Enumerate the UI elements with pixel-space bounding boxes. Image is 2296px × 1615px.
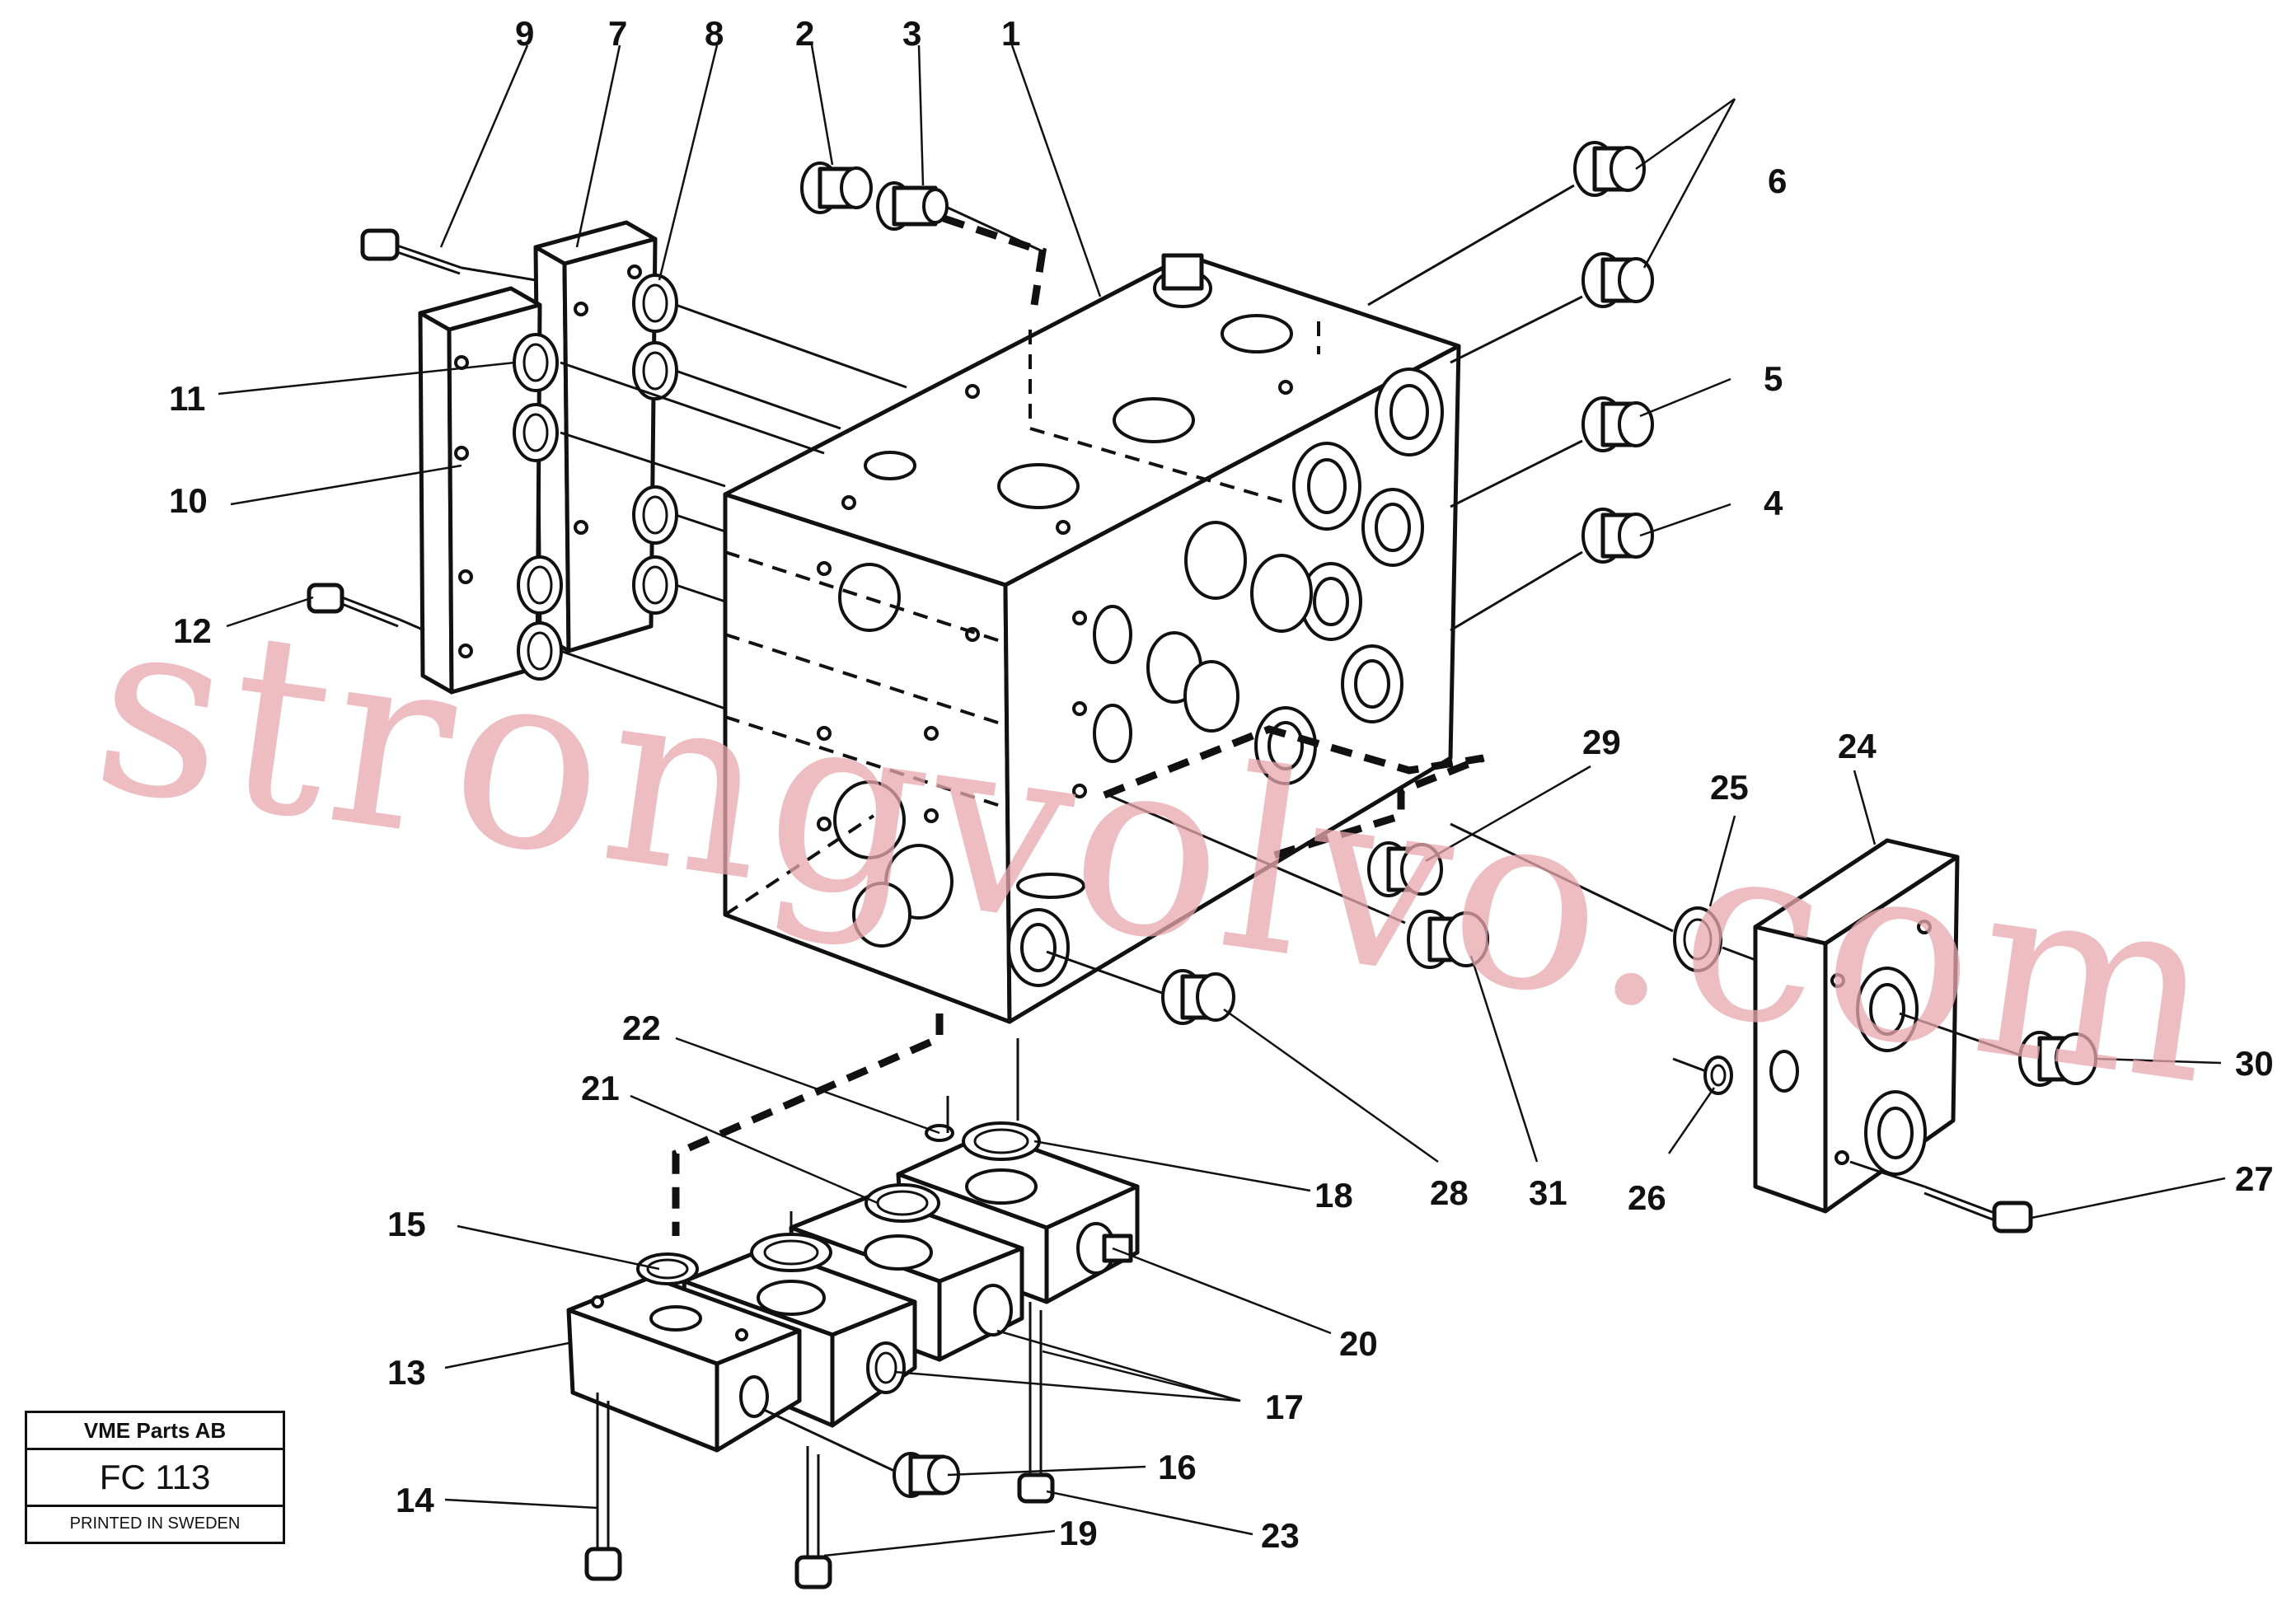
assembly-lines-left <box>560 303 907 710</box>
callout-31: 31 <box>1529 1173 1567 1212</box>
plug-29 <box>1367 841 1443 897</box>
assembly-line-25 <box>1450 822 1674 933</box>
valve-block <box>723 253 1461 1024</box>
callout-22: 22 <box>622 1009 661 1047</box>
callout-28: 28 <box>1430 1173 1469 1212</box>
printed-note: PRINTED IN SWEDEN <box>69 1514 241 1533</box>
bolt-19 <box>794 1446 832 1589</box>
callout-10: 10 <box>169 481 208 520</box>
callout-20: 20 <box>1339 1324 1378 1363</box>
catalog-label-box: VME Parts AB FC 113 PRINTED IN SWEDEN <box>25 1411 285 1544</box>
callout-8: 8 <box>705 14 724 53</box>
callout-23: 23 <box>1261 1516 1300 1555</box>
callout-2: 2 <box>795 14 814 53</box>
plug-31 <box>1407 910 1489 969</box>
plug-16 <box>761 1407 960 1498</box>
callout-24: 24 <box>1838 727 1877 765</box>
bolt-27 <box>1849 1160 2033 1233</box>
callout-18: 18 <box>1314 1176 1353 1215</box>
plug-2 <box>800 162 873 214</box>
callout-9: 9 <box>515 14 534 53</box>
assembly-guide-2-3 <box>942 214 1047 306</box>
end-plate-10 <box>418 286 542 695</box>
company-name: VME Parts AB <box>27 1413 283 1450</box>
assembly-lines-bottom <box>790 1038 1019 1228</box>
callout-14: 14 <box>396 1481 434 1519</box>
callout-17: 17 <box>1265 1388 1304 1426</box>
callout-15: 15 <box>387 1205 426 1243</box>
callout-21: 21 <box>581 1069 620 1107</box>
plug-30 <box>1899 1012 2097 1087</box>
callout-29: 29 <box>1582 723 1621 761</box>
callout-25: 25 <box>1710 768 1749 807</box>
o-ring-26 <box>1672 1056 1733 1095</box>
bolt-12 <box>307 583 425 632</box>
callout-16: 16 <box>1158 1448 1197 1486</box>
callout-3: 3 <box>902 14 921 53</box>
callout-labels: 9 7 8 2 3 1 6 5 4 11 10 12 29 25 24 30 2… <box>169 14 2274 1555</box>
bolt-14 <box>584 1393 622 1581</box>
bolt-9 <box>360 228 537 282</box>
callout-19: 19 <box>1059 1514 1098 1552</box>
bolt-23 <box>1017 1302 1055 1504</box>
o-rings-left <box>513 274 678 681</box>
cover-plate-24 <box>1753 838 1960 1214</box>
callout-4: 4 <box>1764 484 1783 522</box>
callout-5: 5 <box>1764 359 1783 398</box>
callout-26: 26 <box>1628 1178 1666 1217</box>
figure-code: FC 113 <box>27 1450 283 1507</box>
assembly-guide-bottom <box>672 1013 944 1236</box>
callout-27: 27 <box>2235 1159 2274 1198</box>
callout-6: 6 <box>1768 162 1787 200</box>
assembly-line-24 <box>1722 946 1756 962</box>
plug-28 <box>1046 950 1235 1025</box>
plug-3 <box>876 181 1043 253</box>
assembly-line-31 <box>1108 793 1406 925</box>
callout-7: 7 <box>608 14 627 53</box>
block-13 <box>566 1252 802 1453</box>
callout-12: 12 <box>173 611 212 650</box>
assembly-guide-right <box>1103 725 1485 861</box>
callout-13: 13 <box>387 1353 426 1392</box>
callout-11: 11 <box>169 379 205 418</box>
callout-30: 30 <box>2235 1044 2274 1083</box>
leader-lines <box>218 44 2226 1557</box>
plugs-right <box>1367 141 1654 632</box>
callout-1: 1 <box>1001 14 1020 53</box>
o-ring-25 <box>1673 906 1722 972</box>
